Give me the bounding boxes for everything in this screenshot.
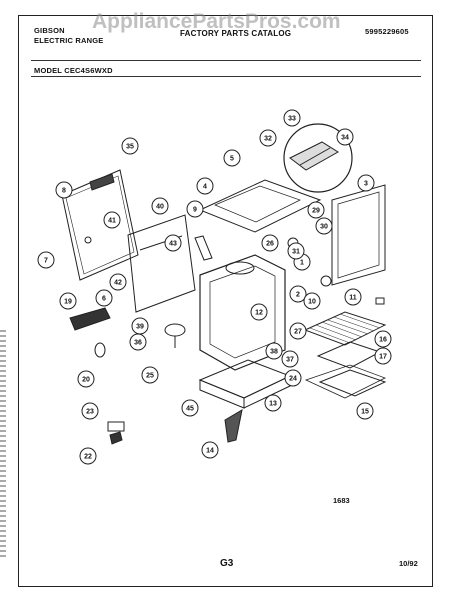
callout-label: 17 <box>379 354 387 361</box>
callout-16: 16 <box>374 330 392 348</box>
callout-label: 2 <box>296 292 300 299</box>
brand-label: GIBSON <box>34 26 65 35</box>
callout-label: 42 <box>114 280 122 287</box>
catalog-title: FACTORY PARTS CATALOG <box>180 29 292 38</box>
callout-label: 43 <box>169 241 177 248</box>
scan-artifact <box>0 330 6 560</box>
callout-label: 32 <box>264 136 272 143</box>
model-label: MODEL CEC4S6WXD <box>34 66 113 75</box>
callout-22: 22 <box>79 447 97 465</box>
callout-12: 12 <box>250 303 268 321</box>
callout-label: 31 <box>292 249 300 256</box>
callout-27: 27 <box>289 322 307 340</box>
callout-label: 23 <box>86 409 94 416</box>
callout-label: 11 <box>349 295 357 302</box>
callout-label: 22 <box>84 454 92 461</box>
callout-41: 41 <box>103 211 121 229</box>
callout-label: 38 <box>270 349 278 356</box>
callout-29: 29 <box>307 201 325 219</box>
callout-label: 41 <box>108 218 116 225</box>
callout-label: 45 <box>186 406 194 413</box>
callout-19: 19 <box>59 292 77 310</box>
callout-label: 39 <box>136 324 144 331</box>
callout-13: 13 <box>264 394 282 412</box>
callout-label: 37 <box>286 357 294 364</box>
callout-20: 20 <box>77 370 95 388</box>
callout-23: 23 <box>81 402 99 420</box>
callout-label: 27 <box>294 329 302 336</box>
callout-label: 25 <box>146 373 154 380</box>
callout-43: 43 <box>164 234 182 252</box>
callout-label: 7 <box>44 258 48 265</box>
callout-label: 1 <box>300 260 304 267</box>
callout-11: 11 <box>344 288 362 306</box>
callout-label: 29 <box>312 208 320 215</box>
callout-7: 7 <box>37 251 55 269</box>
callout-label: 33 <box>288 116 296 123</box>
callout-25: 25 <box>141 366 159 384</box>
callout-26: 26 <box>261 234 279 252</box>
callout-label: 35 <box>126 144 134 151</box>
callout-label: 16 <box>379 337 387 344</box>
callout-label: 8 <box>62 188 66 195</box>
callout-14: 14 <box>201 441 219 459</box>
callout-45: 45 <box>181 399 199 417</box>
callout-label: 36 <box>134 340 142 347</box>
page-number: G3 <box>220 558 234 569</box>
callout-4: 4 <box>196 177 214 195</box>
callout-label: 3 <box>364 181 368 188</box>
page-frame <box>18 15 433 587</box>
callout-label: 9 <box>193 207 197 214</box>
callout-40: 40 <box>151 197 169 215</box>
callout-label: 6 <box>102 296 106 303</box>
callout-24: 24 <box>284 369 302 387</box>
revision-date: 10/92 <box>399 559 418 568</box>
callout-42: 42 <box>109 273 127 291</box>
callout-label: 34 <box>341 135 349 142</box>
callout-label: 24 <box>289 376 297 383</box>
callout-9: 9 <box>186 200 204 218</box>
header-rule <box>31 60 421 61</box>
callout-label: 19 <box>64 299 72 306</box>
callout-34: 34 <box>336 128 354 146</box>
callout-label: 40 <box>156 204 164 211</box>
callout-17: 17 <box>374 347 392 365</box>
callout-label: 4 <box>203 184 207 191</box>
callout-37: 37 <box>281 350 299 368</box>
model-rule <box>31 76 421 77</box>
callout-15: 15 <box>356 402 374 420</box>
callout-label: 15 <box>361 409 369 416</box>
callout-32: 32 <box>259 129 277 147</box>
callout-6: 6 <box>95 289 113 307</box>
callout-label: 20 <box>82 377 90 384</box>
callout-label: 12 <box>255 310 263 317</box>
diagram-code: 1683 <box>333 496 350 505</box>
watermark: AppliancePartsPros.com <box>92 10 341 33</box>
callout-8: 8 <box>55 181 73 199</box>
callout-label: 14 <box>206 448 214 455</box>
callout-39: 39 <box>131 317 149 335</box>
callout-5: 5 <box>223 149 241 167</box>
callout-30: 30 <box>315 217 333 235</box>
callout-label: 5 <box>230 156 234 163</box>
callout-33: 33 <box>283 109 301 127</box>
callout-2: 2 <box>289 285 307 303</box>
callout-label: 26 <box>266 241 274 248</box>
callout-10: 10 <box>303 292 321 310</box>
part-number: 5995229605 <box>365 27 409 36</box>
callout-31: 31 <box>287 242 305 260</box>
callout-label: 30 <box>320 224 328 231</box>
callout-38: 38 <box>265 342 283 360</box>
callout-36: 36 <box>129 333 147 351</box>
callout-35: 35 <box>121 137 139 155</box>
callout-label: 10 <box>308 299 316 306</box>
callout-3: 3 <box>357 174 375 192</box>
callout-label: 13 <box>269 401 277 408</box>
product-label: ELECTRIC RANGE <box>34 36 104 45</box>
